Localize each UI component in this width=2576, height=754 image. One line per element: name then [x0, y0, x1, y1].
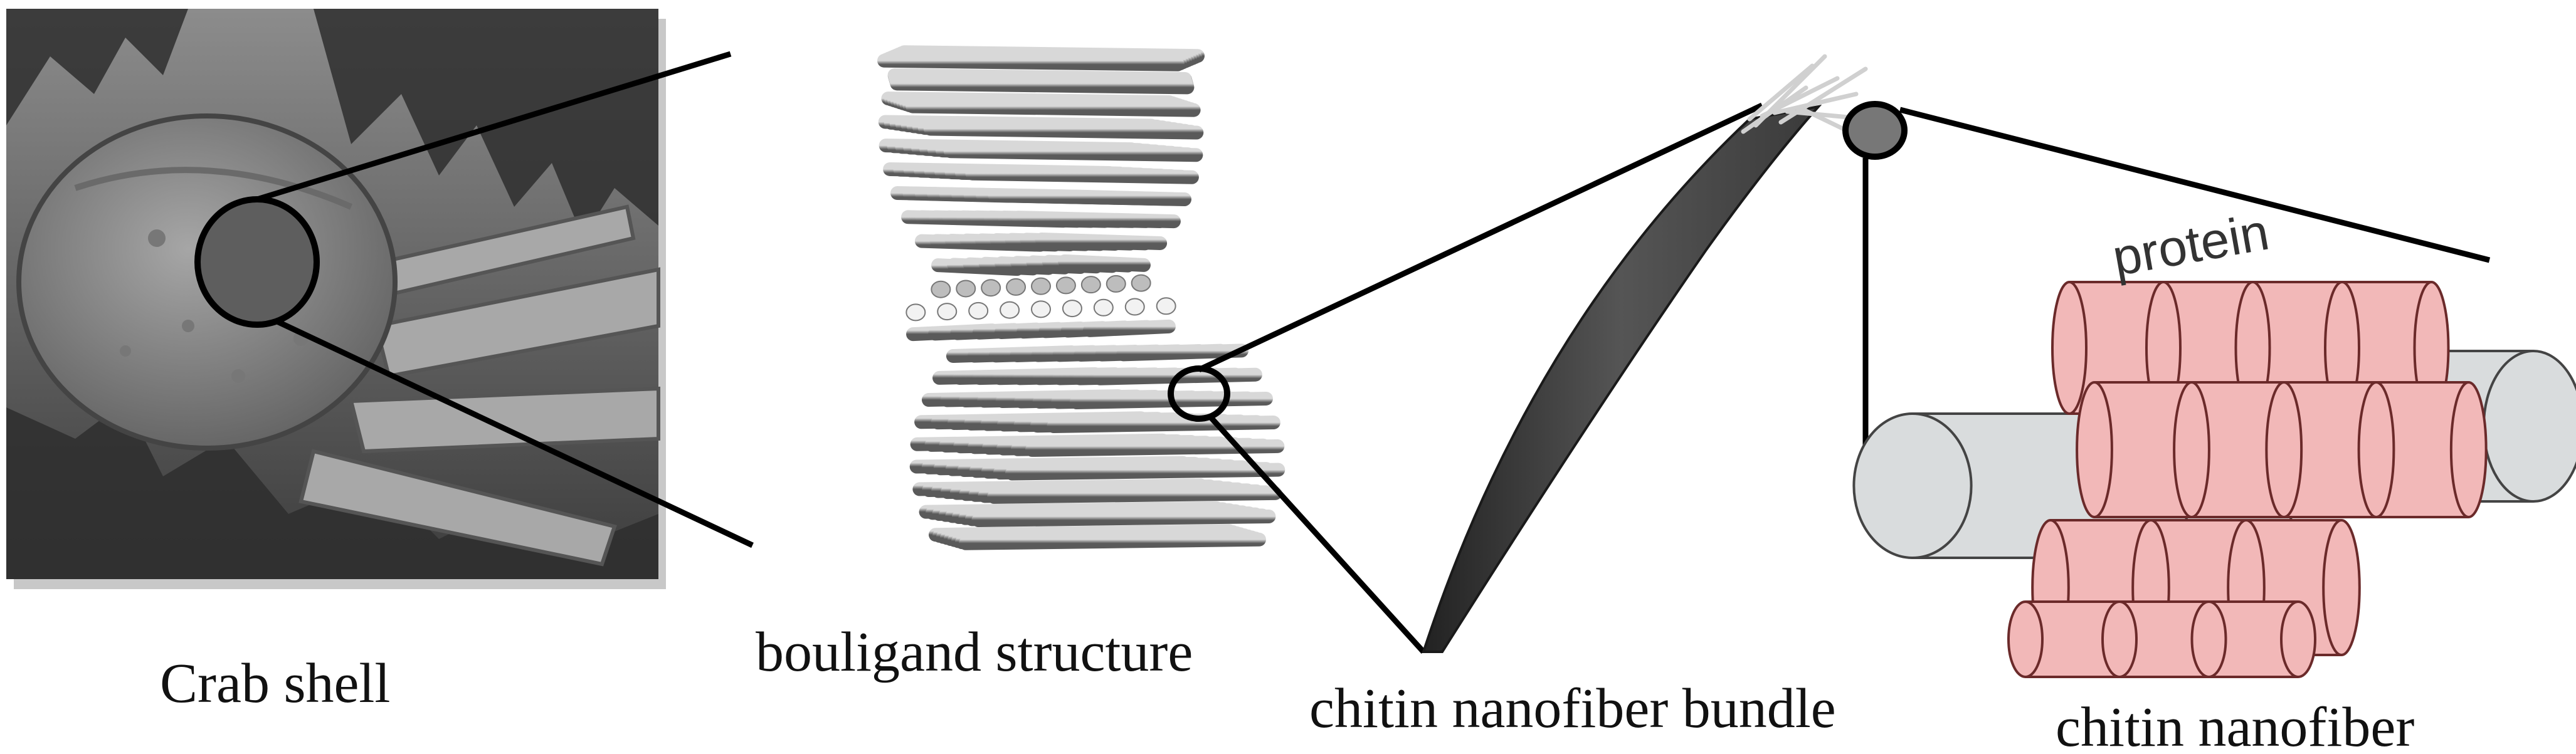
bouligand-rod — [987, 486, 1282, 504]
bouligand-rod-end — [1031, 300, 1051, 318]
bouligand-layer — [905, 297, 1176, 322]
crab-shell-photo — [6, 9, 666, 589]
bouligand-rod-end — [956, 280, 976, 298]
bouligand-layer — [881, 92, 1201, 117]
bouligand-rod-end — [1093, 298, 1114, 317]
bouligand-layer — [931, 274, 1151, 298]
bouligand-rod-end — [1131, 274, 1151, 292]
bouligand-rod — [1035, 233, 1168, 251]
bouligand-layer — [919, 501, 1276, 527]
bouligand-rod-end — [1156, 297, 1176, 315]
bouligand-rod — [1011, 211, 1181, 229]
bouligand-rod-end — [1106, 275, 1126, 293]
bouligand-rod — [971, 509, 1276, 527]
bouligand-rod — [988, 188, 1191, 206]
bouligand-layer — [931, 254, 1151, 276]
bouligand-layer — [912, 478, 1282, 504]
bouligand-rod — [1005, 463, 1285, 481]
nanofiber-bundle — [1422, 54, 1908, 653]
caption-crab-shell: Crab shell — [160, 652, 390, 715]
protein-label: protein — [2108, 204, 2273, 287]
bouligand-rod-end — [981, 279, 1001, 297]
bouligand-rod-end — [1031, 277, 1051, 295]
caption-chitin-nanofiber: chitin nanofiber — [2056, 696, 2414, 754]
bouligand-rod-end — [931, 280, 951, 298]
bouligand-layer — [909, 456, 1285, 481]
bouligand-layer — [914, 233, 1168, 252]
bouligand-layer — [883, 162, 1199, 184]
bouligand-rod — [905, 99, 1201, 117]
bouligand-layer — [890, 186, 1191, 206]
bouligand-rod — [877, 53, 1185, 71]
bouligand-rod-end — [1062, 300, 1082, 318]
bouligand-rod — [923, 122, 1204, 140]
bouligand-rod-end — [1080, 276, 1101, 294]
protein-cylinder — [2076, 381, 2210, 518]
bouligand-rod-end — [1124, 298, 1145, 316]
bouligand-layer — [879, 139, 1203, 162]
bouligand-rod — [1116, 343, 1249, 362]
protein-cylinder — [2007, 600, 2138, 678]
bouligand-rod-end — [968, 301, 989, 320]
bouligand-rod — [965, 166, 1199, 184]
bouligand-layer — [906, 319, 1176, 342]
bouligand-layer — [946, 343, 1249, 363]
zoom-lines-1 — [256, 51, 754, 548]
bouligand-layer — [887, 68, 1195, 95]
caption-chitin-nanofiber-bundle: chitin nanofiber bundle — [1309, 678, 1836, 740]
bouligand-layer — [929, 524, 1266, 550]
bouligand-rod-end — [1006, 278, 1027, 296]
bouligand-rod-end — [1000, 301, 1020, 319]
zoom-lines-2 — [1198, 102, 1763, 654]
bouligand-rod-end — [905, 303, 926, 322]
bouligand-rod — [943, 144, 1203, 162]
bouligand-rod — [959, 532, 1266, 550]
bouligand-rod — [1058, 254, 1151, 272]
bouligand-layer — [878, 115, 1204, 140]
bouligand-layer — [922, 389, 1273, 409]
bouligand-layer — [914, 411, 1280, 434]
bouligand-rod — [890, 76, 1195, 95]
chitin-nanofiber-model — [1852, 281, 2576, 678]
bouligand-rod — [1083, 319, 1176, 337]
bundle-zoom-circle — [1842, 101, 1908, 160]
bouligand-layer — [910, 433, 1285, 457]
caption-bouligand-structure: bouligand structure — [756, 621, 1193, 683]
bouligand-structure-model — [877, 45, 1285, 550]
bouligand-layer — [901, 210, 1181, 229]
bouligand-layer — [877, 45, 1205, 71]
bouligand-rod-end — [1055, 276, 1076, 295]
bouligand-rod — [1047, 416, 1280, 434]
bouligand-layer — [932, 367, 1262, 385]
bouligand-rod-end — [937, 303, 958, 321]
